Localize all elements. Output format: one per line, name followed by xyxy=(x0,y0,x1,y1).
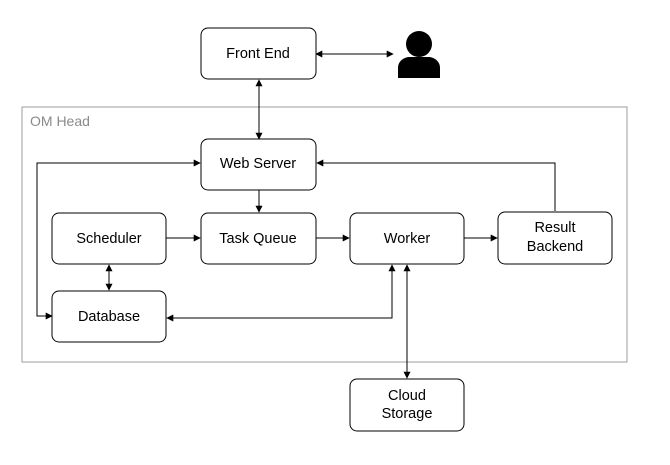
edge-web-server-database xyxy=(36,159,201,320)
om-head-group-label: OM Head xyxy=(30,113,90,129)
node-worker: Worker xyxy=(349,212,465,265)
node-task-queue: Task Queue xyxy=(200,212,317,265)
node-front-end-label: Front End xyxy=(226,46,290,62)
node-web-server-label: Web Server xyxy=(220,156,296,172)
user-icon xyxy=(398,31,440,78)
node-database: Database xyxy=(51,290,167,343)
node-result-backend: Result Backend xyxy=(497,211,613,265)
node-database-label: Database xyxy=(78,309,140,325)
node-front-end: Front End xyxy=(200,27,317,80)
edges xyxy=(36,50,556,379)
node-scheduler: Scheduler xyxy=(51,212,167,265)
node-worker-label: Worker xyxy=(384,231,431,247)
node-scheduler-label: Scheduler xyxy=(76,231,141,247)
node-cloud-storage: Cloud Storage xyxy=(349,378,465,432)
node-cloud-storage-label-line2: Storage xyxy=(382,406,433,422)
node-task-queue-label: Task Queue xyxy=(219,231,296,247)
om-head-group: OM Head xyxy=(21,106,628,363)
node-web-server: Web Server xyxy=(200,138,317,191)
node-cloud-storage-label-line1: Cloud xyxy=(388,388,426,404)
node-result-backend-label-line2: Backend xyxy=(527,239,583,255)
edge-result-backend-web-server xyxy=(316,159,556,211)
om-head-group-border xyxy=(21,106,628,363)
node-result-backend-label-line1: Result xyxy=(534,220,575,236)
edge-worker-database xyxy=(166,264,396,322)
